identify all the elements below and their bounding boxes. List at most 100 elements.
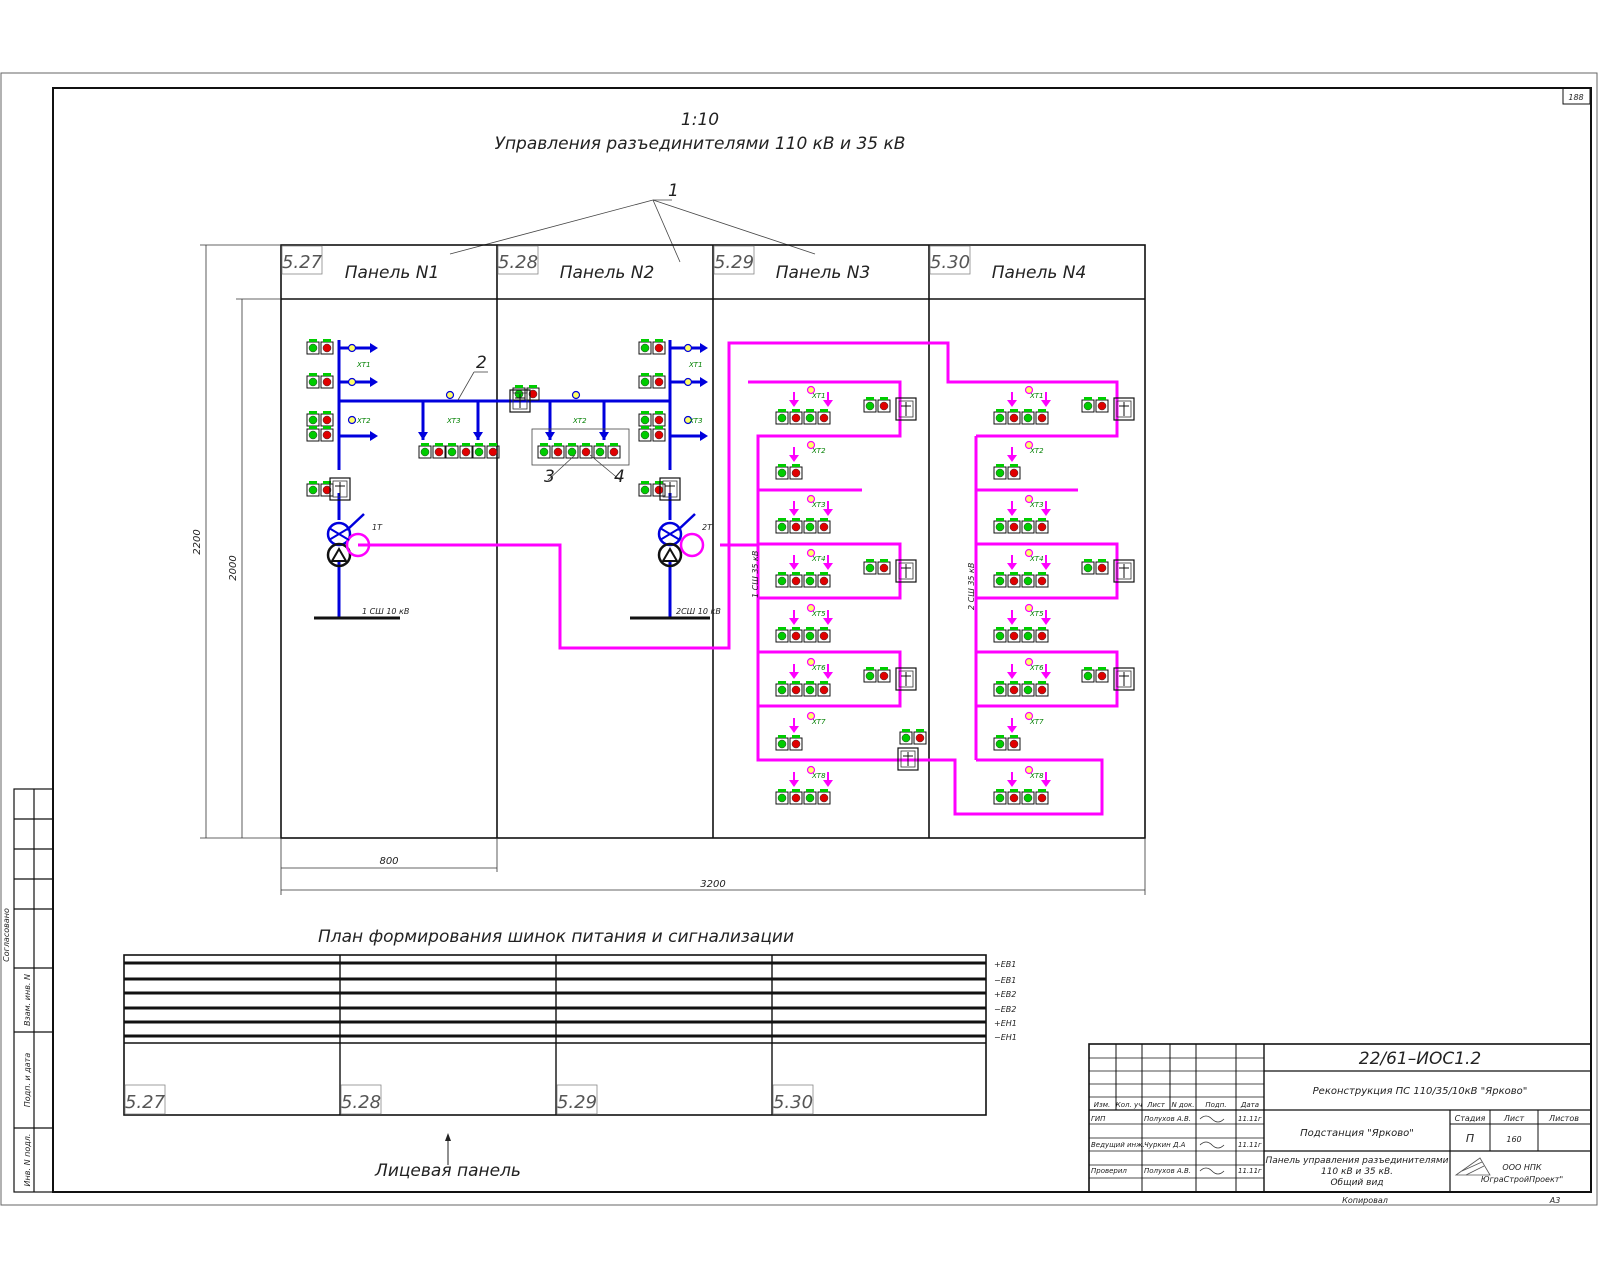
indicator-lamp-icon [1009, 522, 1019, 532]
indicator-lamp-icon [791, 468, 801, 478]
switch-inner [1116, 562, 1132, 580]
indicator-lamp-icon [474, 447, 484, 457]
indicator-lamp-icon [553, 447, 563, 457]
indicator-lamp-icon [528, 389, 538, 399]
dim-height-inner: 2000 [228, 555, 239, 580]
lamp-module [1035, 681, 1049, 697]
panel-code-boxes [281, 245, 971, 275]
module-tab [515, 385, 523, 388]
doc-code: 22/61–ИОС1.2 [1359, 1049, 1482, 1069]
lamp-module [817, 627, 831, 643]
feed-arrow-icon [1007, 400, 1017, 407]
panel-1-code: 5.27 [282, 252, 323, 273]
lamp-module-green [638, 426, 652, 442]
lamp-module-red [913, 729, 927, 745]
title-block-date: 11.11г [1238, 1115, 1262, 1123]
indicator-lamp-icon [1097, 401, 1107, 411]
lamp-module [803, 518, 817, 534]
module-tab [1038, 572, 1046, 575]
disconnector-icon [1024, 548, 1034, 558]
lamp-module-green [638, 481, 652, 497]
module-tab [1084, 397, 1092, 400]
transformer-1-icon [326, 513, 371, 568]
lamp-module-red [320, 411, 334, 427]
module-tab [610, 443, 618, 446]
lamp-module [1007, 572, 1021, 588]
switch-frame [659, 477, 681, 501]
feed-arrow-icon [1007, 726, 1017, 733]
indicator-lamp-icon [819, 522, 829, 532]
lamp-module-green [638, 373, 652, 389]
panel-2-name: Панель N2 [560, 263, 655, 283]
lamp-module [817, 789, 831, 805]
indicator-lamp-icon [1083, 671, 1093, 681]
indicator-lamp-icon [308, 343, 318, 353]
lamp-module [1035, 518, 1049, 534]
indicator-lamp-icon [1097, 671, 1107, 681]
disconnector-icon [806, 603, 816, 613]
indicator-lamp-icon [609, 447, 619, 457]
lamp-module [803, 572, 817, 588]
module-tab [902, 729, 910, 732]
indicator-lamp-icon [1037, 685, 1047, 695]
switch-panel [1113, 397, 1135, 421]
lamp-module-red [526, 385, 540, 401]
module-tab [866, 397, 874, 400]
stage-value: П [1466, 1132, 1474, 1145]
module-tab [309, 411, 317, 414]
busbar-rail-label: −ЕН1 [994, 1033, 1017, 1042]
feed-arrow-icon [823, 618, 833, 625]
bay-label-p3: ХТ1 [811, 392, 826, 400]
bus-label-1: 1 СШ 10 кВ [362, 607, 409, 616]
module-tab [792, 409, 800, 412]
plan-code-1: 5.27 [125, 1092, 166, 1113]
lamp-module-green [1081, 559, 1095, 575]
lamp-module-red [1095, 667, 1109, 683]
lamp-module-red [877, 667, 891, 683]
lamp-module [789, 464, 803, 480]
bay-label-p1: ХТ1 [356, 361, 371, 369]
lamp-module [775, 464, 789, 480]
lamp-module [418, 443, 432, 459]
indicator-lamp-icon [1009, 793, 1019, 803]
indicator-lamp-icon [488, 447, 498, 457]
module-tab [1038, 627, 1046, 630]
signature-icon [1199, 1141, 1225, 1149]
module-tab [540, 443, 548, 446]
disconnector-icon [347, 377, 357, 387]
module-tab [641, 373, 649, 376]
scale-label: 1:10 [681, 110, 719, 130]
drawing-title: Управления разъединителями 110 кВ и 35 к… [495, 134, 906, 154]
module-tab [792, 464, 800, 467]
module-tab [792, 518, 800, 521]
module-tab [641, 481, 649, 484]
indicator-lamp-icon [1009, 631, 1019, 641]
indicator-lamp-icon [640, 430, 650, 440]
module-tab [1024, 627, 1032, 630]
indicator-lamp-icon [1009, 685, 1019, 695]
lamp-module [1007, 681, 1021, 697]
module-tab [1038, 789, 1046, 792]
switch-panel [1113, 667, 1135, 691]
switch-inner [900, 750, 916, 768]
switch-inner [662, 480, 678, 498]
lamp-module [1007, 518, 1021, 534]
indicator-lamp-icon [791, 793, 801, 803]
format-label: А3 [1549, 1196, 1561, 1205]
bay-label-p3: ХТ7 [811, 718, 826, 726]
callout-4-label: 4 [614, 467, 625, 487]
disconnector-icon [1024, 657, 1034, 667]
signature-icon [1199, 1167, 1225, 1175]
indicator-lamp-icon [777, 793, 787, 803]
indicator-lamp-icon [1037, 631, 1047, 641]
module-tab [1010, 464, 1018, 467]
switch-p2 [659, 477, 681, 501]
module-tab [582, 443, 590, 446]
indicator-lamp-icon [1023, 522, 1033, 532]
lamp-module-green [306, 411, 320, 427]
module-tab [1010, 409, 1018, 412]
indicator-lamp-icon [581, 447, 591, 457]
disconnector-icon [806, 657, 816, 667]
lamp-module-green [306, 426, 320, 442]
lamp-module [993, 518, 1007, 534]
